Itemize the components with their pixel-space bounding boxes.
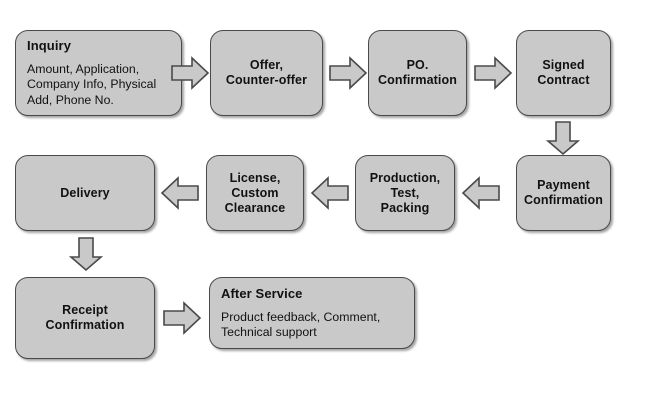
connector-inquiry-to-offer [170, 56, 210, 90]
node-after-service[interactable]: After Service Product feedback, Comment,… [209, 277, 415, 349]
node-offer-title: Offer, Counter-offer [225, 58, 308, 87]
node-delivery[interactable]: Delivery [15, 155, 155, 231]
node-after-service-description: Product feedback, Comment, Technical sup… [221, 309, 381, 340]
node-po-confirmation[interactable]: PO. Confirmation [368, 30, 467, 116]
node-inquiry[interactable]: Inquiry Amount, Application, Company Inf… [15, 30, 182, 116]
connector-production-to-license [310, 176, 350, 210]
node-delivery-title: Delivery [60, 185, 110, 200]
node-offer[interactable]: Offer, Counter-offer [210, 30, 323, 116]
node-license-custom-clearance[interactable]: License, Custom Clearance [206, 155, 304, 231]
node-po-confirmation-title: PO. Confirmation [378, 58, 457, 87]
node-production-test-packing-title: Production, Test, Packing [369, 170, 441, 215]
node-license-custom-clearance-title: License, Custom Clearance [224, 170, 286, 215]
node-payment-confirmation[interactable]: Payment Confirmation [516, 155, 611, 231]
connector-signed-contract-to-payment [545, 120, 581, 156]
connector-delivery-to-receipt [68, 236, 104, 272]
node-inquiry-title: Inquiry [27, 37, 72, 53]
connector-po-to-signed-contract [473, 56, 513, 90]
node-signed-contract-title: Signed Contract [537, 58, 590, 87]
connector-license-to-delivery [160, 176, 200, 210]
node-receipt-confirmation-title: Receipt Confirmation [45, 303, 125, 332]
connector-offer-to-po [328, 56, 368, 90]
node-inquiry-description: Amount, Application, Company Info, Physi… [27, 61, 157, 107]
node-receipt-confirmation[interactable]: Receipt Confirmation [15, 277, 155, 359]
connector-payment-to-production [461, 176, 501, 210]
node-signed-contract[interactable]: Signed Contract [516, 30, 611, 116]
connector-receipt-to-after-service [162, 301, 202, 335]
node-after-service-title: After Service [221, 285, 303, 301]
node-payment-confirmation-title: Payment Confirmation [524, 178, 603, 207]
node-production-test-packing[interactable]: Production, Test, Packing [355, 155, 455, 231]
